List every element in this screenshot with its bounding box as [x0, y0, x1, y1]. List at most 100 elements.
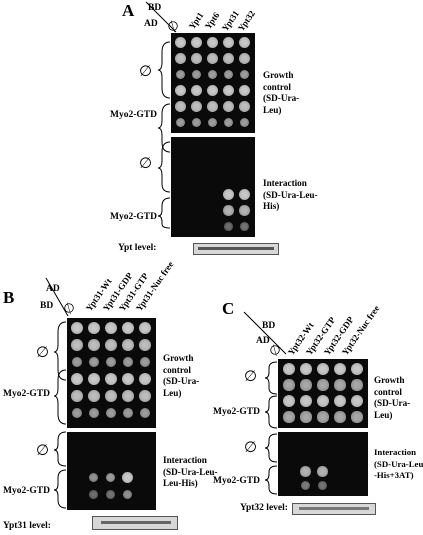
colony-spot	[240, 222, 249, 231]
panel-c-blot-band	[299, 507, 369, 510]
colony-spot	[239, 101, 250, 112]
panel-a-row-null-int: ∅	[139, 154, 153, 172]
panel-a-row-braces	[157, 41, 171, 229]
panel-b-corner-line	[45, 277, 69, 317]
panel-c-row-null-growth: ∅	[244, 367, 258, 385]
panel-b-growth-text-body: Growth control (SD-Ura- Leu)	[163, 353, 200, 398]
colony-spot	[139, 322, 151, 334]
colony-spot	[207, 37, 218, 48]
panel-b-row-null-int: ∅	[36, 441, 50, 459]
colony-spot	[223, 189, 234, 200]
colony-spot	[71, 373, 83, 385]
colony-spot	[317, 411, 329, 423]
colony-spot	[122, 339, 134, 351]
colony-spot	[351, 363, 363, 375]
colony-spot	[106, 490, 115, 499]
colony-spot	[122, 407, 134, 419]
panel-b-interaction-plate	[67, 432, 156, 510]
colony-spot	[88, 373, 100, 385]
panel-a-col-1: Ypt1	[186, 10, 206, 31]
colony-spot	[71, 390, 83, 402]
colony-spot	[139, 390, 151, 402]
colony-spot	[223, 85, 234, 96]
colony-spot	[88, 339, 100, 351]
panel-c-growth-text-body: Growth control (SD-Ura- Leu)	[374, 375, 411, 420]
panel-b-interaction-text: Interaction (SD-Ura-Leu- Leu-His)	[163, 455, 218, 490]
colony-spot	[191, 101, 202, 112]
colony-spot	[122, 322, 134, 334]
colony-spot	[207, 85, 218, 96]
panel-a-blot-band	[198, 247, 274, 250]
panel-c-growth-plate	[278, 359, 368, 428]
panel-c-letter: C	[222, 299, 235, 318]
panel-b-western-blot	[92, 516, 178, 530]
panel-a-row-null-growth: ∅	[139, 62, 153, 80]
colony-spot	[239, 205, 250, 216]
colony-spot	[239, 117, 250, 128]
colony-spot	[175, 101, 186, 112]
colony-spot	[334, 411, 346, 423]
panel-c-interaction-plate	[278, 432, 368, 496]
colony-spot	[239, 53, 250, 64]
colony-spot	[88, 322, 100, 334]
colony-spot	[283, 363, 295, 375]
panel-c-western-blot	[292, 503, 376, 515]
colony-spot	[300, 395, 312, 407]
colony-spot	[239, 37, 250, 48]
colony-spot	[105, 356, 117, 368]
colony-spot	[351, 395, 363, 407]
colony-spot	[317, 379, 329, 391]
colony-spot	[71, 356, 83, 368]
panel-b-row-myo-growth: Myo2-GTD	[3, 389, 50, 399]
panel-a-interaction-text-body: Interaction (SD-Ura-Leu- His)	[263, 178, 318, 211]
panel-a-level-label: Ypt level:	[118, 243, 157, 253]
colony-spot	[175, 85, 186, 96]
colony-spot	[88, 407, 100, 419]
panel-c-growth-text: Growth control (SD-Ura- Leu)	[374, 375, 410, 421]
colony-spot	[207, 69, 218, 80]
panel-a-interaction-text: Interaction (SD-Ura-Leu- His)	[263, 178, 318, 213]
colony-spot	[207, 53, 218, 64]
colony-spot	[207, 117, 218, 128]
panel-c-ad-label: AD	[256, 336, 270, 346]
colony-spot	[300, 466, 311, 477]
colony-spot	[105, 373, 117, 385]
colony-spot	[88, 472, 99, 483]
panel-c-level-label: Ypt32 level:	[240, 503, 288, 513]
colony-spot	[122, 489, 133, 500]
colony-spot	[105, 322, 117, 334]
colony-spot	[223, 53, 234, 64]
colony-spot	[139, 356, 151, 368]
colony-spot	[105, 472, 116, 483]
panel-b-bd-label: BD	[40, 301, 54, 311]
colony-spot	[122, 356, 134, 368]
colony-spot	[175, 37, 186, 48]
colony-spot	[175, 117, 186, 128]
colony-spot	[223, 117, 234, 128]
colony-spot	[105, 339, 117, 351]
colony-spot	[283, 379, 295, 391]
colony-spot	[88, 390, 100, 402]
panel-b-interaction-text-body: Interaction (SD-Ura-Leu- Leu-His)	[163, 455, 218, 488]
panel-c-row-braces	[264, 361, 278, 495]
colony-spot	[139, 373, 151, 385]
colony-spot	[122, 472, 133, 483]
colony-spot	[334, 379, 346, 391]
panel-b-row-myo-int: Myo2-GTD	[3, 486, 50, 496]
colony-spot	[351, 411, 363, 423]
panel-a-interaction-plate	[171, 137, 255, 237]
colony-spot	[207, 101, 218, 112]
colony-spot	[317, 395, 329, 407]
colony-spot	[300, 379, 312, 391]
colony-spot	[223, 69, 234, 80]
panel-b-row-null-growth: ∅	[36, 343, 50, 361]
colony-spot	[334, 395, 346, 407]
panel-b-blot-band	[101, 521, 171, 524]
colony-spot	[300, 363, 312, 375]
colony-spot	[105, 390, 117, 402]
panel-a-growth-plate	[171, 33, 255, 133]
panel-b-growth-text: Growth control (SD-Ura- Leu)	[163, 353, 199, 399]
colony-spot	[239, 189, 250, 200]
panel-b-level-label: Ypt31 level:	[3, 521, 51, 531]
panel-c-bd-label: BD	[262, 321, 276, 331]
